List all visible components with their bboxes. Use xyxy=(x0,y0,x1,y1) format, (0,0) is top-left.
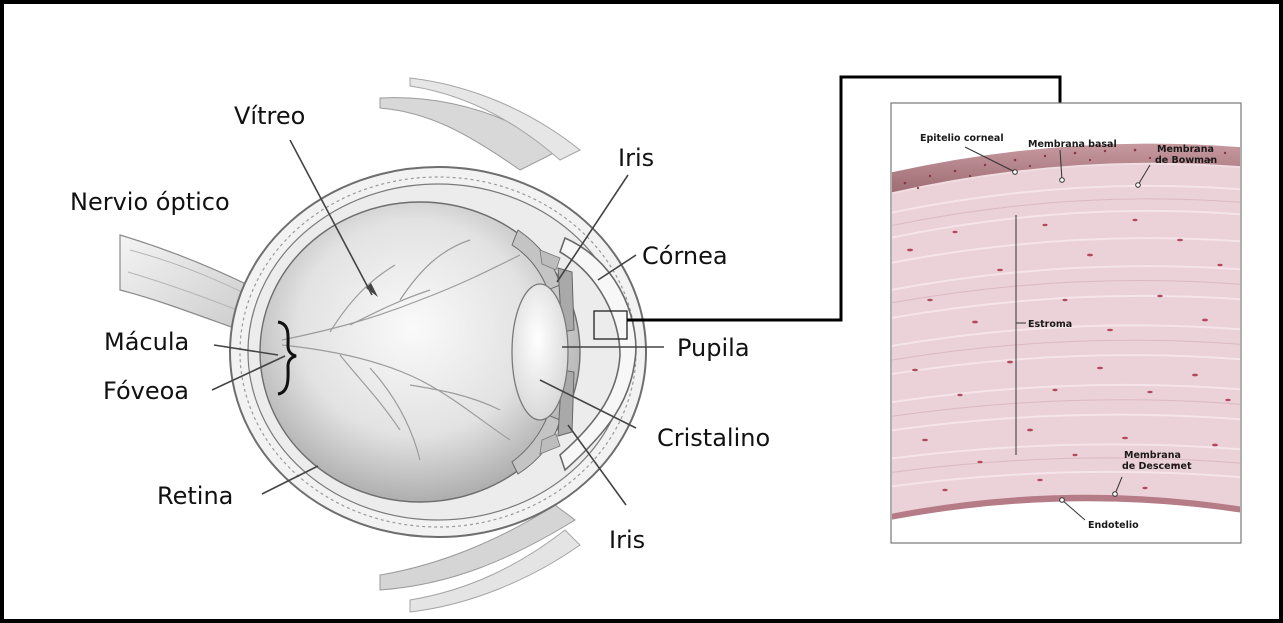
label-retina: Retina xyxy=(157,482,233,510)
label-macula: Mácula xyxy=(104,328,189,356)
label-iris-top: Iris xyxy=(618,144,654,172)
label-endotelio: Endotelio xyxy=(1088,520,1139,531)
label-estroma: Estroma xyxy=(1028,319,1072,330)
label-bowman-line1: Membrana xyxy=(1157,144,1214,155)
lens xyxy=(512,284,568,420)
label-descemet-line2: de Descemet xyxy=(1122,461,1192,472)
label-iris-bottom: Iris xyxy=(609,526,645,554)
label-vitreo: Vítreo xyxy=(234,102,305,130)
label-bowman-line2: de Bowman xyxy=(1155,155,1217,166)
cornea-detail-panel: Epitelio corneal Membrana basal Membrana… xyxy=(880,103,1250,543)
label-pupila: Pupila xyxy=(677,334,750,362)
label-epitelio-corneal: Epitelio corneal xyxy=(920,133,1004,144)
label-membrana-basal: Membrana basal xyxy=(1028,139,1117,150)
label-foveoa: Fóveoa xyxy=(103,377,189,405)
label-cristalino: Cristalino xyxy=(657,424,770,452)
label-cornea: Córnea xyxy=(642,242,728,270)
label-nervio-optico: Nervio óptico xyxy=(70,188,230,216)
label-descemet-line1: Membrana xyxy=(1124,450,1181,461)
